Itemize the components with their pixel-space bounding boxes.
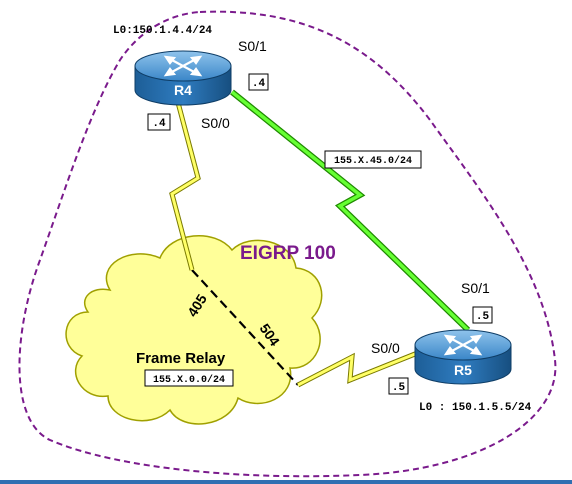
router-r5-name: R5 [454, 362, 472, 378]
frame-relay-cloud [65, 234, 323, 425]
r4-s0-0-ip-box: .4 [147, 113, 171, 131]
r5-s0-0-label: S0/0 [371, 340, 400, 356]
serial-subnet-box: 155.X.45.0/24 [324, 150, 422, 169]
frame-relay-subnet-box: 155.X.0.0/24 [144, 369, 234, 387]
svg-text:155.X.45.0/24: 155.X.45.0/24 [334, 155, 412, 167]
svg-text:155.X.0.0/24: 155.X.0.0/24 [153, 374, 225, 386]
r4-s0-0-label: S0/0 [201, 115, 230, 131]
r5-loopback-label: L0 : 150.1.5.5/24 [419, 402, 532, 414]
r5-s0-1-label: S0/1 [461, 280, 490, 296]
r4-s0-1-label: S0/1 [238, 38, 267, 54]
router-arrows-icon [163, 55, 203, 77]
svg-text:.4: .4 [152, 118, 166, 130]
bottom-border [0, 480, 572, 484]
eigrp-domain-label: EIGRP 100 [240, 243, 336, 264]
r4-s0-1-ip-box: .4 [248, 73, 269, 91]
router-arrows-icon [443, 334, 483, 356]
r5-s0-0-ip-box: .5 [388, 377, 409, 395]
svg-text:.4: .4 [252, 78, 266, 90]
pvc-line [191, 269, 299, 386]
svg-text:.5: .5 [392, 382, 406, 394]
r5-s0-1-ip-box: .5 [472, 306, 493, 324]
svg-text:.5: .5 [476, 311, 490, 323]
eigrp-domain-boundary [18, 10, 557, 478]
frame-relay-label: Frame Relay [136, 350, 226, 367]
router-r4-name: R4 [174, 82, 192, 98]
router-r5[interactable]: R5 [414, 329, 512, 385]
router-r4[interactable]: R4 [134, 50, 232, 106]
r4-loopback-label: L0:150.1.4.4/24 [113, 25, 212, 37]
